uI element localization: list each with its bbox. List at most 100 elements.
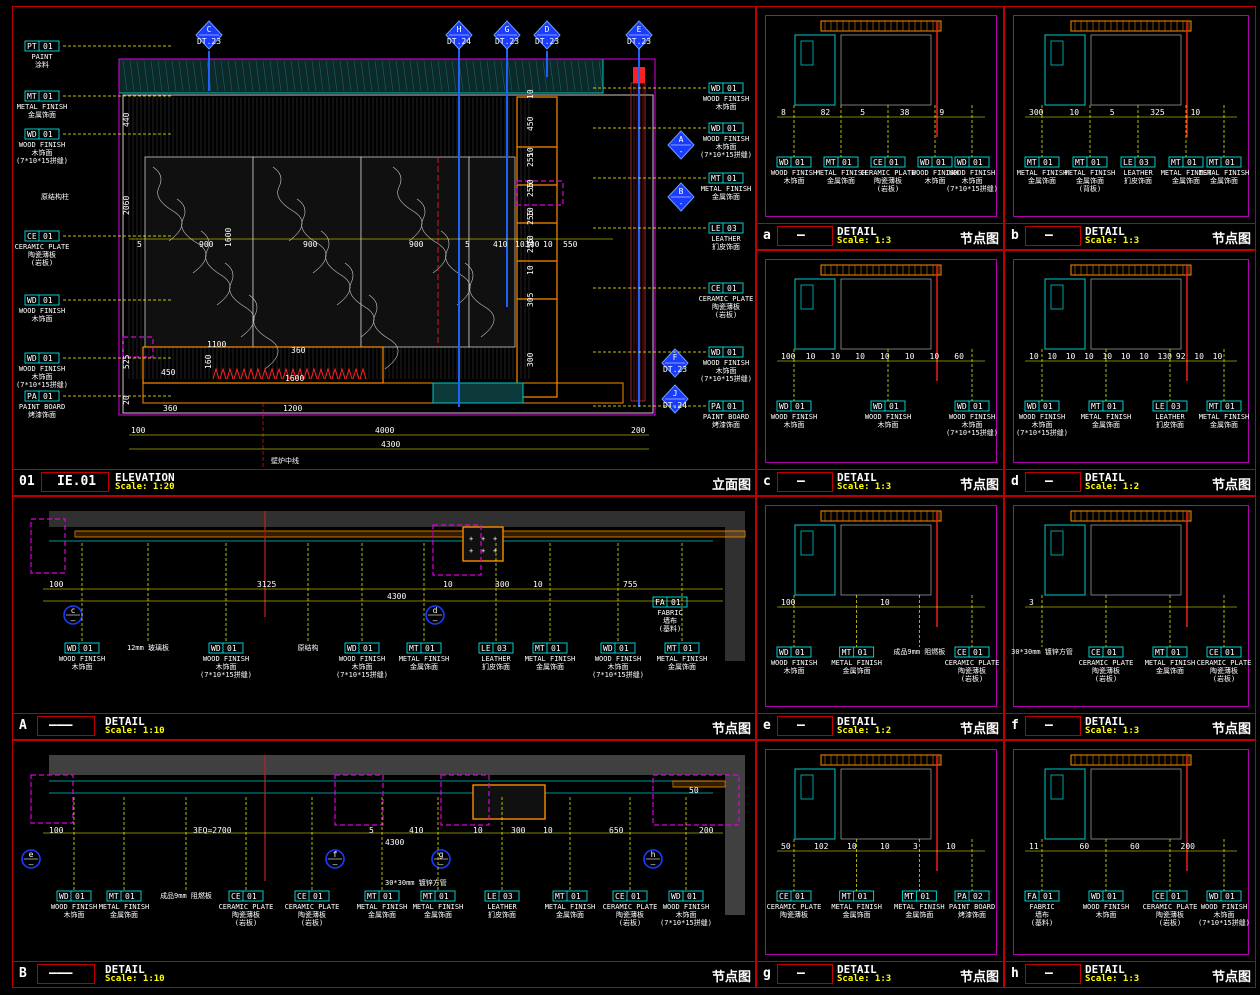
ceiling-hatch [213,60,219,92]
tag-code: WD [671,892,681,901]
detail-dim-text: 3 [913,842,918,851]
tag-note: (岩板) [31,258,53,267]
tag-note: (岩板) [619,918,641,927]
tag-chinese: 金属饰面 [424,910,452,919]
detail-material-tag: 30*30mm 镀锌方管 [1011,647,1073,656]
detail-frame [1013,259,1249,463]
tag-english: METAL FINISH [1017,169,1068,177]
tag-english: WOOD FINISH [1201,903,1247,911]
marble-panel [360,156,470,348]
tag-code: WD [27,296,37,305]
fire-flame [282,367,290,380]
callout-frame [652,774,740,826]
tag-number: 01 [1171,892,1181,901]
tag-code: LE [481,644,491,653]
tag-box [420,890,456,902]
tag-number: 01 [842,158,852,167]
ceiling-hatch [311,60,317,92]
bubble-ref: — [439,860,444,869]
tag-box [708,82,744,94]
tag-box [532,642,568,654]
ceiling-hatch [353,60,359,92]
detail-material-tag: 成品9mm 阻燃板 [893,647,945,656]
fire-flame [345,367,353,380]
tag-number: 03 [727,224,737,233]
tag-code: WD [711,84,721,93]
ceiling-hatch [374,60,380,92]
dim-text: 5 [137,240,142,249]
tag-english: CERAMIC PLATE [1079,659,1134,667]
tag-number: 01 [1225,648,1235,657]
tag-chinese: 木饰面 [1032,420,1053,429]
detail-profile-inner [1050,40,1064,66]
tag-chinese: 墙布 [1035,910,1049,919]
tag-chinese: 金属饰面 [843,666,871,675]
tag-box [478,642,514,654]
tag-chinese: 陶瓷薄板 [712,302,740,311]
tag-box [24,352,60,364]
detail-dim-text: 5 [860,108,865,117]
bubble-ref: DT.23 [663,365,687,374]
tag-number: 01 [858,648,868,657]
bubble-ref: DT.23 [627,37,651,46]
tag-box [708,122,744,134]
bubble-letter: d [433,606,438,615]
tag-code: WD [957,402,967,411]
ceiling-hatch [220,60,226,92]
drawing-code: IE.01 [57,474,97,489]
detail-name: DETAIL [837,225,877,238]
ceiling-hatch [584,60,590,92]
dim-vertical-right: 10 [526,207,535,217]
tag-number: 01 [727,84,737,93]
callout-frame [440,774,490,826]
detail-bubble-e: e— [21,849,41,869]
tag-code: WD [779,402,789,411]
fire-flame [296,367,304,380]
tag-english: WOOD FINISH [912,169,958,177]
detail-title-cn: 节点图 [959,722,999,737]
detail-id: a [763,228,771,243]
detail-wood-strip [820,20,942,32]
base-plinth [142,382,624,404]
tag-english: LEATHER [1155,413,1185,421]
tag-chinese: 金属饰面 [1076,176,1104,185]
detail-dim-text: 100 [781,352,796,361]
tag-chinese: 烤漆饰面 [28,410,56,419]
detail-name: DETAIL [1085,471,1125,484]
tag-chinese: 墙布 [663,616,677,625]
tag-code: CE [1091,648,1101,657]
tag-english: CERAMIC PLATE [15,243,70,251]
ceiling-hatch [451,60,457,92]
detail-dim-text: 10 [855,352,865,361]
detail-profile-inner [800,530,814,556]
marble-vein [440,230,471,306]
marble-vein [296,198,327,274]
tag-code: PT [27,42,37,51]
fire-flame [324,367,332,380]
side-wall [725,511,745,661]
tag-code: WD [711,124,721,133]
ceiling-hatch [304,60,310,92]
detail-name: DETAIL [1085,225,1125,238]
tag-chinese: 烤漆饰面 [958,910,986,919]
dim-text-low: 360 [291,346,306,355]
tag-note: (岩板) [961,674,983,683]
dim-total: 4300 [381,440,400,449]
detail-scale: Scale: 1:10 [105,726,165,736]
tag-number: 01 [973,648,983,657]
dim-text: 300 [495,580,510,589]
tag-number: 01 [1107,402,1117,411]
fire-flame [240,367,248,380]
fire-flame [289,367,297,380]
ceiling-hatch [395,60,401,92]
detail-dim-text: 200 [1181,842,1196,851]
tag-english: WOOD FINISH [595,655,641,663]
tag-note: (7*10*15拼缝) [336,670,388,679]
